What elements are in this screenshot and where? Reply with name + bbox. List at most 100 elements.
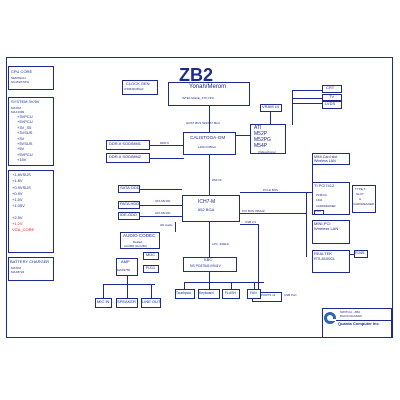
ti-title: TI PCI7412 bbox=[314, 183, 335, 188]
rail-item: +1.8VSUS bbox=[12, 172, 31, 177]
audio-codec-vendor: Realtek bbox=[133, 240, 143, 244]
clock-gen-part: ICS954310BGLF bbox=[124, 88, 144, 91]
usb-ports-line2: USB Port bbox=[284, 293, 297, 297]
realtek-line1: REALTEK bbox=[314, 251, 332, 256]
usb-line bbox=[240, 224, 258, 225]
cpu-sub: INTEL Mobile_479 CPU bbox=[182, 96, 214, 100]
ata-label-1: ATA 66/100 bbox=[155, 199, 171, 203]
lvds-label: LVDS bbox=[325, 101, 336, 106]
realtek-line2: RTL8100CL bbox=[314, 256, 336, 261]
kbc-title: KBC bbox=[204, 257, 213, 262]
crt-line bbox=[292, 90, 322, 91]
fan-label: FAN bbox=[250, 291, 257, 295]
ati-gpu-block bbox=[250, 124, 286, 154]
ich-block bbox=[182, 195, 240, 222]
slot-line3: & bbox=[359, 197, 362, 201]
ti-sub2: 1394 bbox=[316, 198, 323, 202]
battery-charger-panel bbox=[8, 257, 54, 281]
title-block bbox=[322, 308, 392, 338]
rail-item: +1.8V bbox=[12, 178, 23, 184]
lvds-block bbox=[322, 101, 342, 109]
pci-bus-vert bbox=[306, 192, 307, 257]
ich-title: ICH7-M bbox=[198, 199, 216, 205]
mdc-block bbox=[143, 252, 159, 260]
system-rail-list: +3VPCU +5VPCU +3V_S5 +3VSUS +3V +5VSUS +… bbox=[17, 114, 33, 163]
clock-gen-block bbox=[122, 80, 158, 95]
usb-ports-line1: USB PORTS x3 bbox=[254, 293, 276, 297]
ti-sub1: PCMCIA bbox=[316, 193, 327, 197]
gmch-title: CALISTOGA-GM bbox=[190, 135, 226, 140]
realtek-lan-block bbox=[312, 250, 350, 273]
cpu-core-line1: SEMTECH bbox=[11, 76, 26, 80]
rj11-label: RJ11 bbox=[146, 265, 156, 270]
system-power-title: SYSTEM 3V/5V bbox=[11, 99, 40, 104]
system-power-part: MAX1999 bbox=[11, 110, 25, 114]
quanta-logo-icon bbox=[324, 312, 336, 324]
title-block-sub: BLOCK DIAGRAM bbox=[340, 315, 362, 318]
lpc-label: LPC, 33MHz bbox=[212, 242, 230, 246]
pata-hdd-block bbox=[118, 201, 140, 209]
audio-bus bbox=[103, 284, 155, 285]
line-out-label: LINE OUT bbox=[142, 299, 161, 304]
title-block-project: SWITCH - ZB2 bbox=[340, 310, 360, 314]
system-power-vendor: MAXIM bbox=[11, 106, 21, 110]
battery-charger-part: MAX8724 bbox=[11, 270, 25, 274]
battery-charger-vendor: MAXIM bbox=[11, 266, 21, 270]
rail-item: +0.9V bbox=[12, 190, 23, 196]
vram-block bbox=[260, 104, 282, 112]
audio-codec-title: AUDIO CODEC bbox=[123, 233, 156, 238]
touchpad-block bbox=[175, 289, 195, 299]
amp-block bbox=[116, 258, 138, 276]
dmi-label: DMI I/F bbox=[212, 178, 222, 182]
pcie-bus-vert bbox=[312, 163, 313, 193]
host-bus-label: HOST BUS 533/667 MHz bbox=[186, 121, 220, 125]
ddr-sodimm2-label: DDR-II SODIMM2 bbox=[109, 154, 141, 159]
slot-line1: TYPE II bbox=[355, 187, 366, 191]
ati-line2: M52P bbox=[254, 131, 268, 137]
ddr-line-a bbox=[150, 145, 184, 146]
flash-drop bbox=[231, 282, 232, 289]
cardreader-slot-block bbox=[352, 185, 376, 213]
ata-label-2: ATA 66/100 bbox=[155, 211, 171, 215]
slot-line4: CARDREADER bbox=[353, 202, 375, 206]
minipci-line1: MINI-PCI bbox=[314, 221, 331, 226]
minipci-line2: Wireless LAN bbox=[314, 226, 339, 231]
rj45-block bbox=[354, 250, 368, 258]
ide-odd-block bbox=[118, 212, 140, 220]
ich-sub: 652 BGA bbox=[198, 207, 215, 212]
rails-list: +1.8VSUS +1.8V +0.9VSUS +0.9V +1.5V +1.0… bbox=[12, 172, 34, 234]
ddr-sodimm1 bbox=[106, 140, 150, 150]
cpu-core-line2: SC451ITSTR bbox=[11, 80, 29, 84]
slot-line2: SLOT bbox=[356, 192, 364, 196]
ide-odd-label: IDE-ODD bbox=[120, 212, 137, 217]
pcie-bus-label: PCI-E BUS bbox=[263, 188, 279, 192]
pcie-gfx-line bbox=[236, 135, 250, 136]
minicard-title: MINI-Card slot bbox=[314, 155, 338, 159]
rail-item: +2.5V bbox=[12, 214, 23, 220]
ati-line1: ATI bbox=[254, 125, 262, 131]
sata-odd-label: SATA ODD bbox=[120, 185, 140, 190]
rail-item: +5VPCU bbox=[17, 119, 33, 125]
rail-item: +15V bbox=[17, 157, 27, 163]
flash-block bbox=[222, 289, 240, 299]
rail-item: +3V_S5 bbox=[17, 124, 32, 130]
lineout-drop bbox=[151, 284, 152, 298]
ti-cardbus-block bbox=[312, 182, 350, 215]
hd-audio-label: HD Audio bbox=[160, 223, 173, 227]
pci-bus-line bbox=[240, 213, 306, 214]
ati-foot: (Videophone) bbox=[258, 150, 276, 154]
rail-item: +1.05V bbox=[12, 203, 25, 209]
cpu-core-title: CPU CORE bbox=[11, 69, 33, 74]
usb-label: USB 2.0 bbox=[245, 220, 257, 224]
ti-1394-label: 1394 bbox=[315, 210, 321, 213]
tv-line bbox=[292, 98, 322, 99]
battery-charger-title: BATTERY CHARGER bbox=[10, 259, 50, 264]
gmch-sub: 1466 FCBGA bbox=[198, 145, 216, 149]
ti-sub3: CARDREADER bbox=[316, 204, 336, 208]
rail-item: +3V bbox=[17, 135, 25, 141]
pata-line bbox=[140, 205, 182, 206]
keyboard-drop bbox=[209, 282, 210, 289]
rj45-line bbox=[350, 254, 354, 255]
minicard-block bbox=[312, 153, 350, 165]
